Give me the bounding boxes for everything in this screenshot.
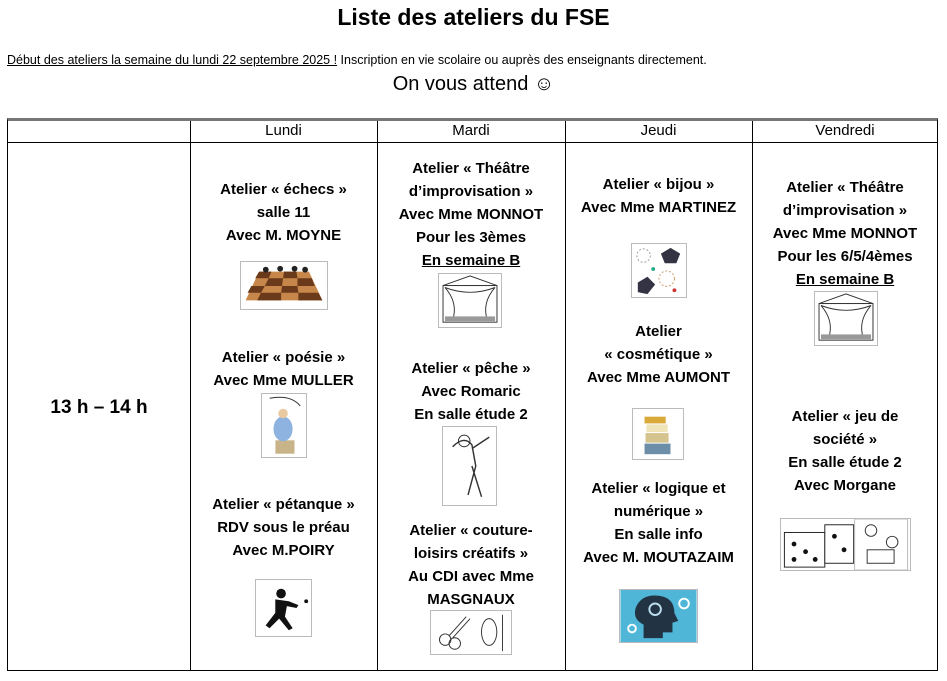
soap-stack-icon [632, 408, 684, 460]
theater-stage-icon [438, 273, 502, 328]
fisherman-icon [442, 426, 497, 506]
chessboard-icon [240, 261, 328, 310]
workshop-line: Avec Mme MONNOT [772, 225, 918, 242]
workshop-mardi-2: Atelier « pêche » Avec Romaric En salle ét… [377, 357, 565, 426]
workshop-line: Avec Morgane [794, 477, 896, 494]
workshop-line: Avec M.POIRY [232, 542, 335, 559]
workshop-jeudi-1: Atelier « bijou » Avec Mme MARTINEZ [565, 173, 752, 219]
workshop-jeudi-2: Atelier « cosmétique » Avec Mme AUMONT [565, 320, 752, 389]
registration-note: Inscription en vie scolaire ou auprès de… [337, 53, 707, 67]
workshop-table: Lundi Mardi Jeudi Vendredi 13 h – 14 h A… [7, 118, 938, 671]
intro-text: Début des ateliers la semaine du lundi 2… [7, 53, 707, 67]
workshop-line: Avec Romaric [421, 383, 521, 400]
workshop-line: Atelier « bijou » [602, 176, 715, 193]
workshop-lundi-1: Atelier « échecs » salle 11 Avec M. MOYNE [190, 178, 377, 247]
workshop-line: « cosmétique » [604, 346, 713, 363]
day-header-jeudi: Jeudi [640, 122, 677, 139]
workshop-line: Avec M. MOUTAZAIM [583, 549, 734, 566]
workshop-lundi-2: Atelier « poésie » Avec Mme MULLER [190, 346, 377, 392]
day-header-vendredi: Vendredi [815, 122, 875, 139]
workshop-line: Pour les 6/5/4èmes [777, 248, 913, 265]
sewing-tools-icon [430, 610, 512, 655]
workshop-vendredi-1: Atelier « Théâtre d’improvisation » Avec M… [752, 176, 938, 291]
workshop-line: Atelier « échecs » [220, 181, 347, 198]
workshop-line: Atelier [635, 323, 682, 340]
workshop-line: Atelier « Théâtre [412, 160, 530, 177]
workshop-line: numérique » [613, 503, 704, 520]
workshop-mardi-3: Atelier « couture-loisirs créatifs » Au C… [377, 519, 565, 611]
workshop-line: Avec Mme MONNOT [398, 206, 544, 223]
workshop-line: Atelier « couture- [409, 522, 533, 539]
workshop-line: En salle étude 2 [414, 406, 528, 423]
start-date-note: Début des ateliers la semaine du lundi 2… [7, 53, 338, 67]
brain-gears-icon [619, 589, 698, 643]
tagline: On vous attend ☺ [392, 73, 555, 95]
workshop-line: loisirs créatifs » [413, 545, 529, 562]
workshop-line: Atelier « pêche » [411, 360, 531, 377]
petanque-player-icon [255, 579, 312, 637]
workshop-mardi-1: Atelier « Théâtre d’improvisation » Avec M… [377, 157, 565, 272]
workshop-line: Au CDI avec Mme [408, 568, 534, 585]
workshop-line: Atelier « jeu de [791, 408, 899, 425]
workshop-vendredi-2: Atelier « jeu de société » En salle étude … [752, 405, 938, 497]
workshop-line: En salle info [614, 526, 703, 543]
workshop-line: Atelier « poésie » [221, 349, 346, 366]
jewelry-icon [631, 243, 687, 298]
workshop-line: Avec Mme AUMONT [586, 369, 731, 386]
poetry-icon [261, 393, 307, 458]
time-slot: 13 h – 14 h [50, 397, 148, 418]
workshop-line: Atelier « logique et [591, 480, 726, 497]
theater-stage-icon [814, 291, 878, 346]
workshop-line: Pour les 3èmes [415, 229, 527, 246]
day-header-mardi: Mardi [452, 122, 490, 139]
workshop-line: Avec Mme MARTINEZ [580, 199, 737, 216]
workshop-line: salle 11 [256, 204, 311, 221]
workshop-line: Atelier « Théâtre [786, 179, 904, 196]
week-note: En semaine B [795, 271, 895, 288]
week-note: En semaine B [421, 252, 521, 269]
workshop-jeudi-3: Atelier « logique et numérique » En salle … [565, 477, 752, 569]
board-game-icon [780, 518, 911, 571]
workshop-line: Avec Mme MULLER [213, 372, 354, 389]
workshop-line: d’improvisation » [782, 202, 908, 219]
page-title: Liste des ateliers du FSE [337, 4, 610, 30]
workshop-line: En salle étude 2 [788, 454, 902, 471]
workshop-line: Atelier « pétanque » [212, 496, 355, 513]
workshop-line: Avec M. MOYNE [225, 227, 342, 244]
workshop-line: d’improvisation » [408, 183, 534, 200]
workshop-line: RDV sous le préau [217, 519, 350, 536]
workshop-line: société » [812, 431, 878, 448]
workshop-line: MASGNAUX [427, 591, 515, 608]
day-header-lundi: Lundi [265, 122, 302, 139]
